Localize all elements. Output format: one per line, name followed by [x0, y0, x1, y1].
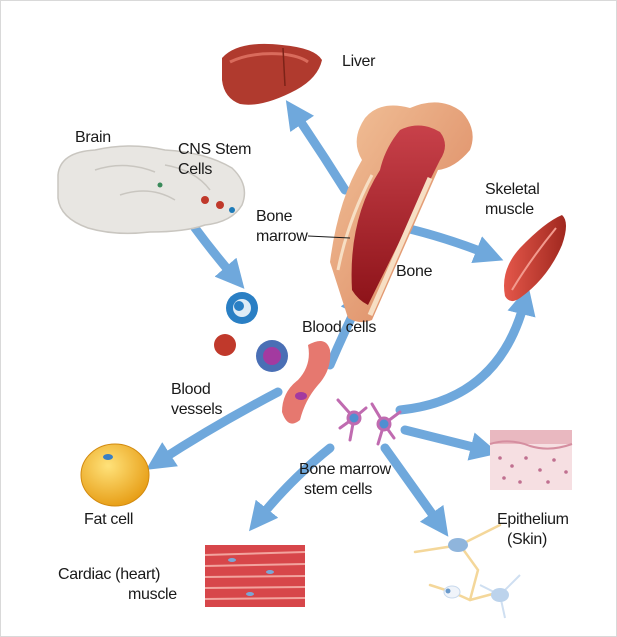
brain-illustration: [58, 146, 244, 233]
cardiac-muscle-illustration: [205, 545, 305, 607]
bone-illustration: [308, 102, 473, 322]
label-epithelium-line2: (Skin): [507, 530, 547, 549]
arrow-to-epithelium: [405, 430, 485, 450]
stem-cells-illustration: [338, 400, 400, 444]
skeletal-muscle-illustration: [504, 215, 566, 301]
label-bone-marrow-line1: Bone: [256, 207, 292, 226]
label-cns-stem-cells-line2: Cells: [178, 160, 212, 179]
arrow-to-neural-cells: [385, 448, 440, 525]
label-bone-marrow-stem-cells-line1: Bone marrow: [299, 460, 391, 479]
label-cardiac-muscle-line1: Cardiac (heart): [58, 565, 160, 584]
blood-cells-illustration: [214, 292, 288, 372]
label-cns-stem-cells-line1: CNS Stem: [178, 140, 251, 159]
fat-cell-illustration: [81, 444, 149, 506]
label-skeletal-muscle-line1: Skeletal: [485, 180, 540, 199]
label-fat-cell: Fat cell: [84, 510, 133, 529]
label-bone-marrow-line2: marrow: [256, 227, 308, 246]
label-skeletal-muscle-line2: muscle: [485, 200, 534, 219]
liver-illustration: [222, 44, 322, 105]
label-blood-cells: Blood cells: [302, 318, 376, 337]
label-brain: Brain: [75, 128, 111, 147]
label-bone-marrow-stem-cells-line2: stem cells: [304, 480, 372, 499]
arrow-brain-to-blood-cells: [195, 228, 235, 278]
label-blood-vessels-line1: Blood: [171, 380, 210, 399]
blood-vessel-illustration: [282, 341, 330, 424]
label-blood-vessels-line2: vessels: [171, 400, 222, 419]
label-epithelium-line1: Epithelium: [497, 510, 569, 529]
label-cardiac-muscle-line2: muscle: [128, 585, 177, 604]
arrow-stem-to-skeletal-curve: [400, 300, 525, 410]
label-liver: Liver: [342, 52, 375, 71]
neural-cells-illustration: [415, 525, 520, 618]
arrow-to-liver: [294, 112, 345, 190]
epithelium-illustration: [490, 430, 572, 490]
label-bone: Bone: [396, 262, 432, 281]
